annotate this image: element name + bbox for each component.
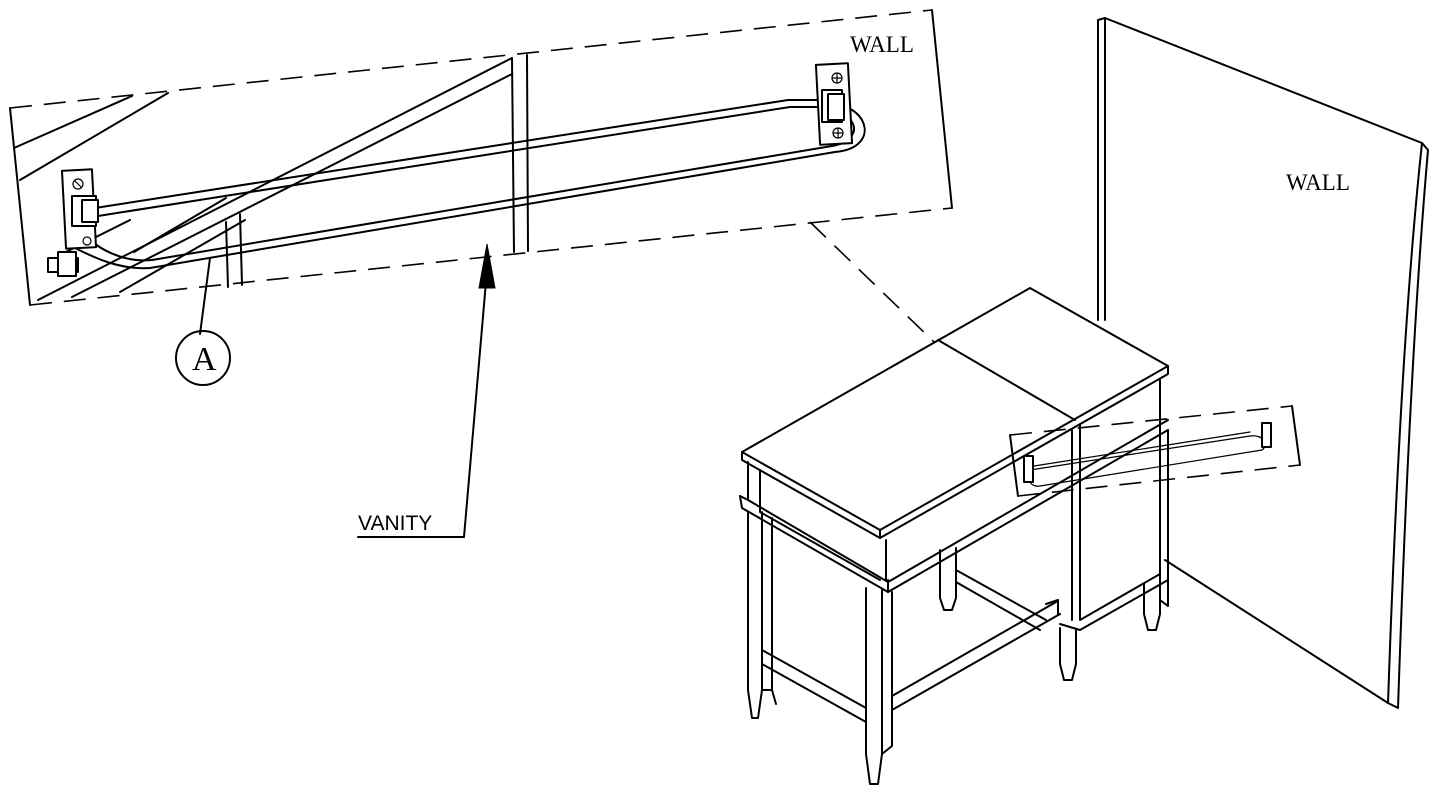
vanity-label: VANITY [358, 512, 432, 535]
anti-tip-strap [67, 99, 866, 270]
part-a-label: A [192, 341, 217, 378]
vanity-frame-lines [13, 54, 529, 301]
detail-frame-top-edge [9, 9, 933, 109]
strap-bracket-right [814, 62, 854, 146]
vanity-leader [357, 243, 496, 538]
wall-label-main: WALL [1286, 170, 1350, 195]
part-a-callout [175, 257, 231, 386]
detail-frame-right-edge [931, 9, 953, 209]
wall-label-detail: WALL [850, 32, 914, 57]
vanity [739, 287, 1169, 785]
strap-bracket-left [47, 168, 99, 277]
detail-view: WALL VANITY A [9, 9, 953, 538]
wall-panel: WALL [1097, 17, 1429, 709]
detail-frame-bottom-edge [29, 207, 953, 306]
detail-frame-left-edge [9, 107, 31, 306]
strap-location-detail [1009, 405, 1301, 497]
